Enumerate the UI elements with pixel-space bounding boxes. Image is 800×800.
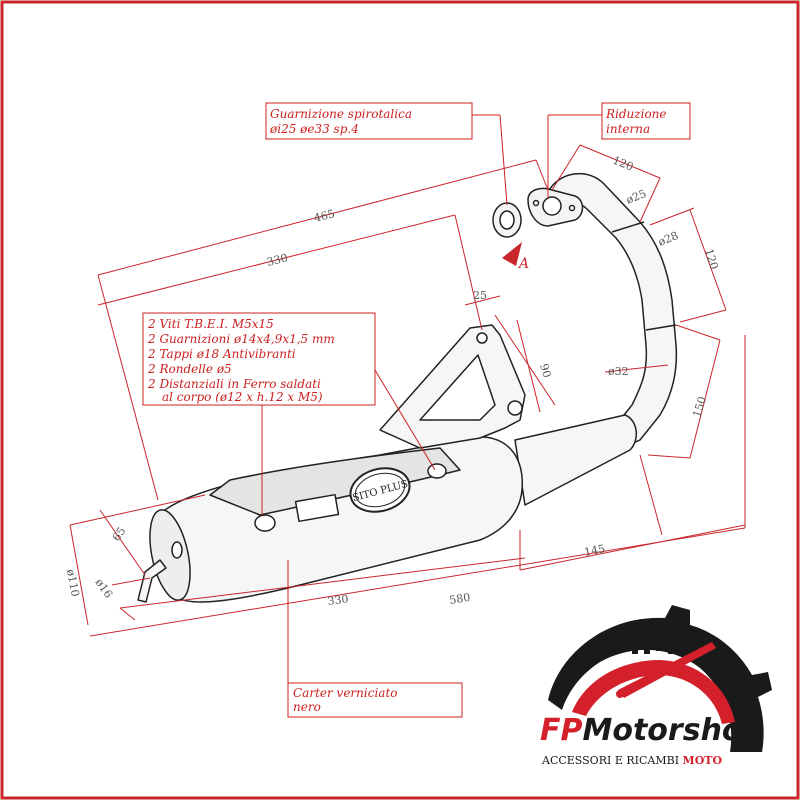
dim-120-top: 120 [611,154,635,174]
tail-pipe [137,559,167,603]
dim-145: 145 [583,542,606,559]
logo-brand-motors: Motors [582,713,700,748]
kit-note-3: 2 Tappi ø18 Antivibranti [147,347,296,361]
dim-465: 465 [313,207,337,225]
kit-note-6: al corpo (ø12 x h.12 x M5) [162,390,323,404]
callout-leaders [142,102,691,718]
pipe-joint-upper [611,221,645,233]
carter-note-1: Carter verniciato [293,686,398,700]
logo-brand-hop: hop [701,713,764,748]
flange-bolt-left [532,199,540,207]
logo-checker-icon [626,642,674,654]
mounting-bracket [379,324,526,449]
flange-bolt-right [568,204,576,212]
flange-port [542,196,562,216]
dim-dia-28: ø28 [656,229,680,249]
dim-580: 580 [448,591,471,607]
fp-motorshop-logo: FPMotorshop ACCESSORI E RICAMBI MOTO [540,605,772,767]
logo-brand: FPMotorshop [540,713,764,748]
header-pipe [547,172,678,449]
kit-note-5: 2 Distanziali in Ferro saldati [147,377,321,391]
mount-boss-rear [427,463,447,479]
dim-25: 25 [473,289,487,302]
logo-tagline-main: ACCESSORI E RICAMBI [541,754,679,767]
view-arrow [502,242,522,266]
kit-note-2: 2 Guarnizioni ø14x4,9x1,5 mm [147,332,335,346]
dim-120-right: 120 [702,247,721,271]
logo-needle-icon [618,642,716,698]
exhaust-outline [137,172,678,603]
cone [514,414,637,506]
dim-dia-32: ø32 [608,365,629,378]
mount-boss-front [254,514,276,532]
dim-90: 90 [537,362,554,379]
bracket-hole-top [476,332,488,344]
dim-dia-16: ø16 [93,576,115,600]
carter-note-2: nero [293,700,321,714]
reduction-note-2: interna [606,122,650,136]
logo-tagline-accent: MOTO [683,754,723,767]
reduction-note-1: Riduzione [605,107,667,121]
logo-brand-fp: FP [540,713,582,748]
logo-gear-icon [548,605,772,752]
gasket-note-2: øi25 øe33 sp.4 [269,122,359,136]
pipe-joint-lower [645,324,677,331]
dim-dia-110: ø110 [64,568,82,597]
tail-pipe-outlet [171,541,183,559]
dim-330-top: 330 [266,251,290,269]
gasket-note-1: Guarnizione spirotalica [270,107,412,121]
view-marker-label: A [517,256,529,272]
bracket-hole-bottom [507,400,523,416]
kit-note-4: 2 Rondelle ø5 [147,362,232,376]
dim-150: 150 [690,395,709,419]
kit-note-1: 2 Viti T.B.E.I. M5x15 [147,317,274,331]
callout-texts: Guarnizione spirotalica øi25 øe33 sp.4 R… [147,107,667,714]
logo-speed-arc-icon [572,660,735,724]
spiral-gasket [492,202,522,238]
dimension-lines [69,144,746,637]
dim-dia-25: ø25 [624,187,648,207]
sito-plus-badge: SITO PLUS [349,467,411,513]
muffler-end-cap [149,509,191,601]
dim-330-bottom: 330 [327,593,349,608]
heat-shield-slot [294,493,340,523]
logo-tagline: ACCESSORI E RICAMBI MOTO [541,754,722,767]
